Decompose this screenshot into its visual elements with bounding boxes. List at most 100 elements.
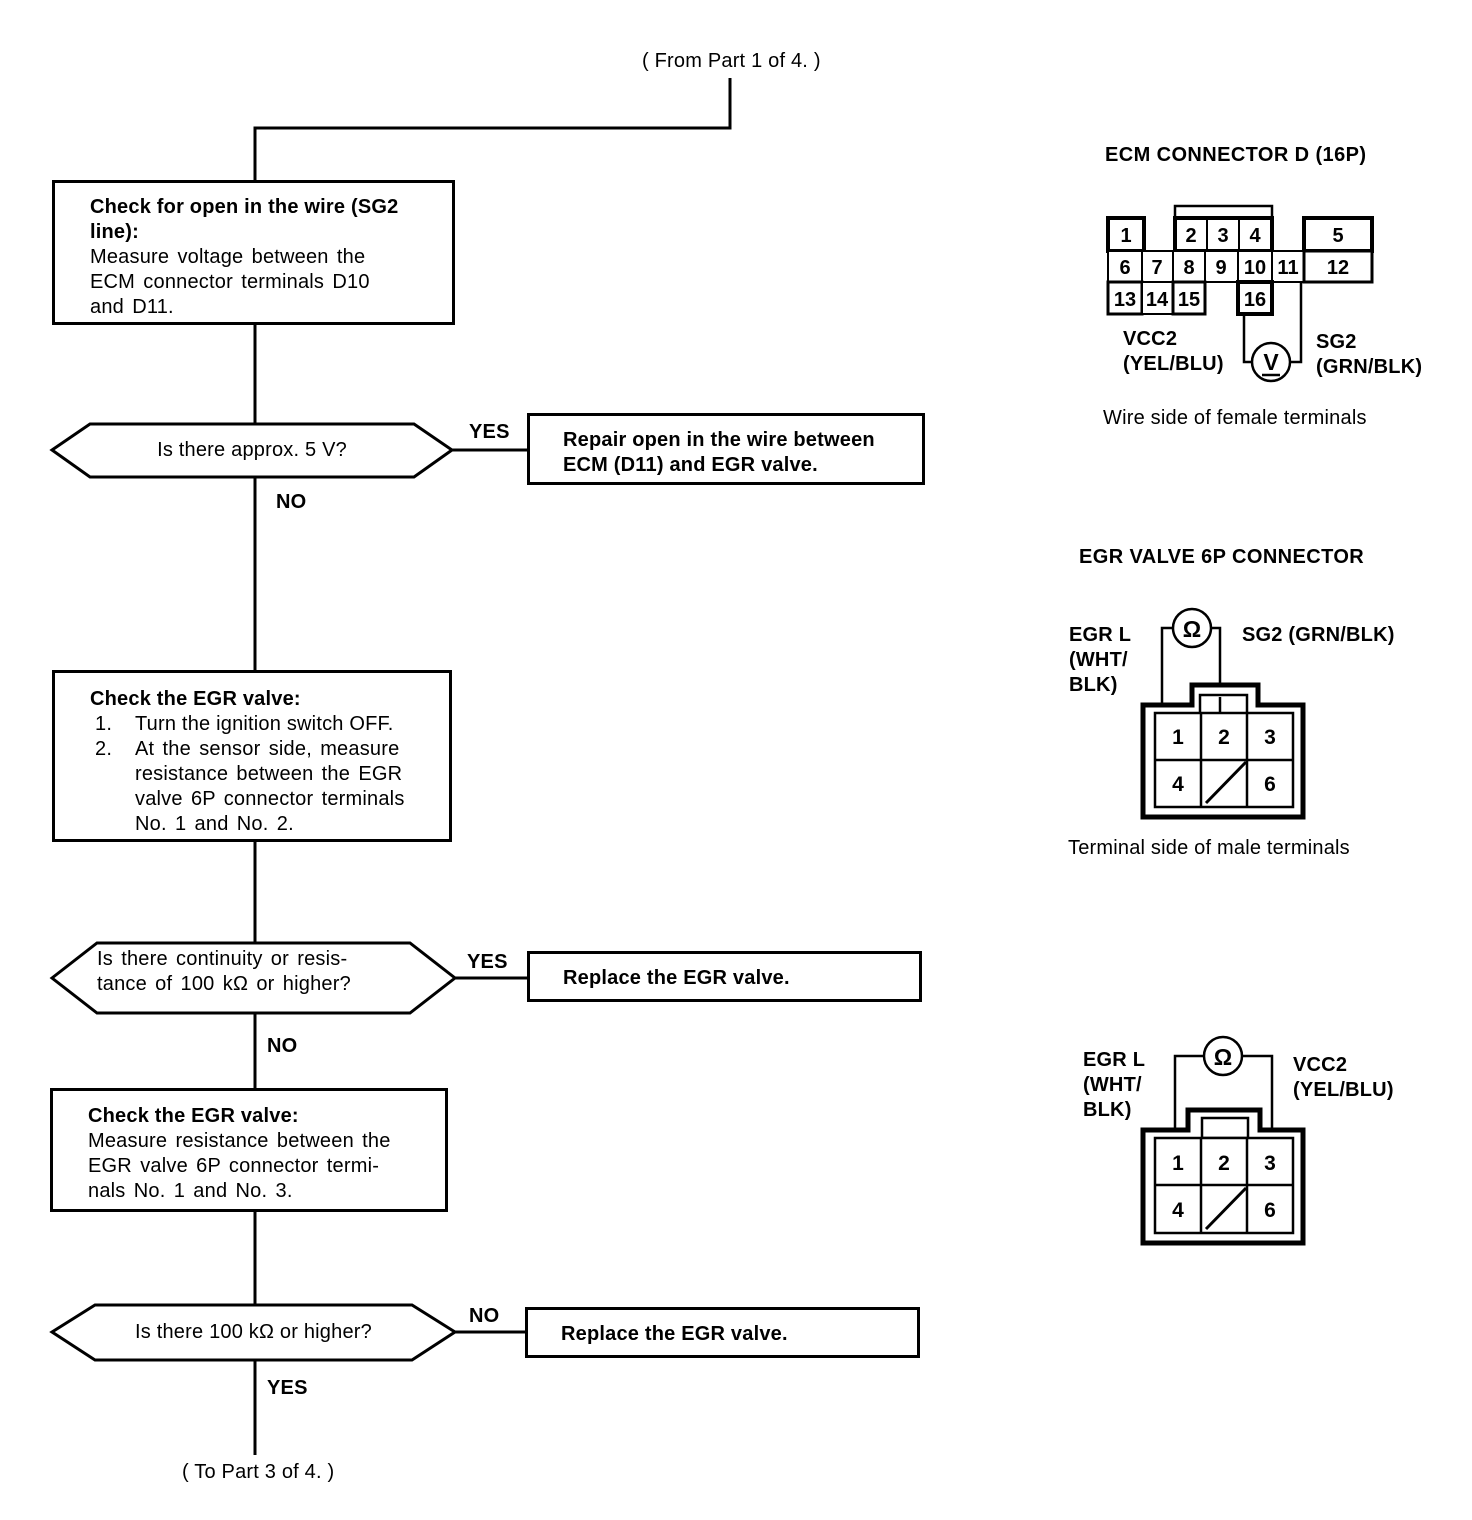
decision2-yes-label: YES (467, 951, 508, 973)
ecm-caption: Wire side of female terminals (1103, 407, 1367, 429)
egr-bottom-left-label: EGR L (WHT/ BLK) (1083, 1048, 1145, 1123)
ecm-terminal-label: 4 (1249, 225, 1261, 247)
flow-line-entry (253, 78, 732, 180)
ecm-terminal-label: 14 (1146, 289, 1169, 311)
egr-bottom-no-terminal-slash (1204, 1186, 1248, 1231)
egr-bottom-right-label: VCC2 (YEL/BLU) (1293, 1053, 1394, 1103)
step3-title: Check the EGR valve: (88, 1105, 299, 1127)
decision3-yes-label: YES (267, 1377, 308, 1399)
ecm-terminal-label: 9 (1215, 257, 1226, 279)
egr-bottom-left-label-line: (WHT/ (1083, 1074, 1142, 1096)
decision2-question-line: tance of 100 kΩ or higher? (97, 973, 351, 995)
egr-terminal-label: 1 (1172, 1152, 1184, 1175)
egr-terminal-label: 2 (1218, 1152, 1230, 1175)
egr-top-left-label-line: (WHT/ (1069, 649, 1128, 671)
ecm-terminal-label: 13 (1114, 289, 1136, 311)
egr-top-wire-left (1160, 626, 1174, 705)
ohmmeter-symbol-bottom: Ω (1214, 1044, 1232, 1070)
ecm-terminal-label: 6 (1119, 257, 1130, 279)
egr-bottom-right-label-line: (YEL/BLU) (1293, 1079, 1394, 1101)
ecm-cell-15 (1171, 280, 1207, 316)
ecm-terminal-label: 3 (1217, 225, 1228, 247)
ecm-right-label: SG2 (GRN/BLK) (1316, 330, 1422, 380)
ohmmeter-icon-bottom (1202, 1035, 1244, 1077)
ecm-terminal-label: 10 (1244, 257, 1266, 279)
ecm-cell-5 (1302, 216, 1374, 253)
egr-terminal-label: 4 (1172, 773, 1184, 796)
egr-terminal-label: 1 (1172, 726, 1184, 749)
step1-body-line: Measure voltage between the (90, 246, 366, 268)
egr-terminal-label: 3 (1264, 1152, 1276, 1175)
step2-box: Check the EGR valve: 1. Turn the ignitio… (52, 670, 452, 842)
egr-bottom-left-label-line: BLK) (1083, 1099, 1132, 1121)
egr-top-left-label-line: EGR L (1069, 624, 1132, 646)
ecm-connector-title: ECM CONNECTOR D (16P) (1105, 144, 1367, 166)
egr-terminal-label: 2 (1218, 726, 1230, 749)
ecm-terminal-label: 12 (1327, 257, 1349, 279)
egr-terminal-label: 6 (1264, 773, 1276, 796)
step3-box: Check the EGR valve: Measure resistance … (50, 1088, 448, 1212)
egr-connector-top-diagram: Ω 1 2 3 4 6 (1140, 607, 1306, 820)
egr-bottom-wire-left (1173, 1054, 1204, 1138)
decision2-question-line: Is there continuity or resis- (97, 948, 348, 970)
ecm-right-label-line: SG2 (1316, 331, 1357, 353)
ecm-terminal-label: 1 (1120, 225, 1131, 247)
step3-body-line: EGR valve 6P connector termi- (88, 1155, 380, 1177)
ecm-terminal-label: 11 (1277, 257, 1298, 279)
egr-bottom-left-label-line: EGR L (1083, 1049, 1146, 1071)
ecm-left-label-line: (YEL/BLU) (1123, 353, 1224, 375)
step2-item2-number: 2. (95, 738, 113, 760)
ecm-terminal-label: 7 (1151, 257, 1162, 279)
decision1-question: Is there approx. 5 V? (157, 439, 347, 461)
step1-title-line: line): (90, 221, 139, 243)
to-part-label: ( To Part 3 of 4. ) (182, 1461, 335, 1483)
step2-item2-line: No. 1 and No. 2. (135, 813, 294, 835)
egr-top-left-label-line: BLK) (1069, 674, 1118, 696)
step2-item2-line: resistance between the EGR (135, 763, 403, 785)
step2-title: Check the EGR valve: (90, 688, 301, 710)
ecm-cell-12 (1302, 249, 1374, 284)
egr-terminal-label: 6 (1264, 1199, 1276, 1222)
egr-terminal-label: 4 (1172, 1199, 1184, 1222)
step3-body-line: nals No. 1 and No. 3. (88, 1180, 293, 1202)
ecm-right-label-line: (GRN/BLK) (1316, 356, 1423, 378)
ecm-wire-right (1290, 282, 1303, 364)
decision1-no-label: NO (276, 491, 307, 513)
egr-bottom-wire-right (1242, 1054, 1274, 1138)
step1-body-line: ECM connector terminals D10 (90, 271, 370, 293)
step1-body-line: and D11. (90, 296, 174, 318)
egr-terminal-label: 3 (1264, 726, 1276, 749)
ecm-terminal-label: 5 (1332, 225, 1343, 247)
ecm-wire-left (1242, 314, 1252, 364)
step2-item2-line: At the sensor side, measure (135, 738, 400, 760)
ecm-cell-16 (1236, 280, 1274, 316)
ecm-connector-diagram: V 1 2 3 4 5 6 7 8 9 10 11 12 13 14 15 16 (1106, 204, 1374, 383)
decision-shape-1 (49, 422, 455, 479)
decision3-question: Is there 100 kΩ or higher? (135, 1321, 372, 1343)
voltmeter-symbol: V (1263, 349, 1279, 375)
egr-connector-title: EGR VALVE 6P CONNECTOR (1079, 546, 1365, 568)
ecm-terminal-label: 8 (1183, 257, 1194, 279)
decision-shape-2 (49, 941, 458, 1015)
ecm-terminal-label: 15 (1178, 289, 1200, 311)
ecm-terminal-label: 16 (1244, 289, 1266, 311)
action1-line: ECM (D11) and EGR valve. (563, 454, 818, 476)
ecm-cell-14 (1141, 281, 1174, 315)
ecm-left-label-line: VCC2 (1123, 328, 1178, 350)
action3-box: Replace the EGR valve. (525, 1307, 920, 1358)
ohmmeter-symbol-top: Ω (1183, 616, 1201, 642)
action2-text: Replace the EGR valve. (563, 967, 790, 989)
step2-item1-number: 1. (95, 713, 113, 735)
step3-body-line: Measure resistance between the (88, 1130, 391, 1152)
decision-shape-3 (49, 1303, 458, 1362)
egr-connector-bottom-diagram: Ω 1 2 3 4 6 (1140, 1035, 1306, 1246)
action3-text: Replace the EGR valve. (561, 1323, 788, 1345)
ecm-left-label: VCC2 (YEL/BLU) (1123, 327, 1224, 377)
action1-box: Repair open in the wire between ECM (D11… (527, 413, 925, 485)
ohmmeter-icon-top (1171, 607, 1213, 649)
egr-top-caption: Terminal side of male terminals (1068, 837, 1350, 859)
step2-item2-line: valve 6P connector terminals (135, 788, 405, 810)
decision1-yes-label: YES (469, 421, 510, 443)
